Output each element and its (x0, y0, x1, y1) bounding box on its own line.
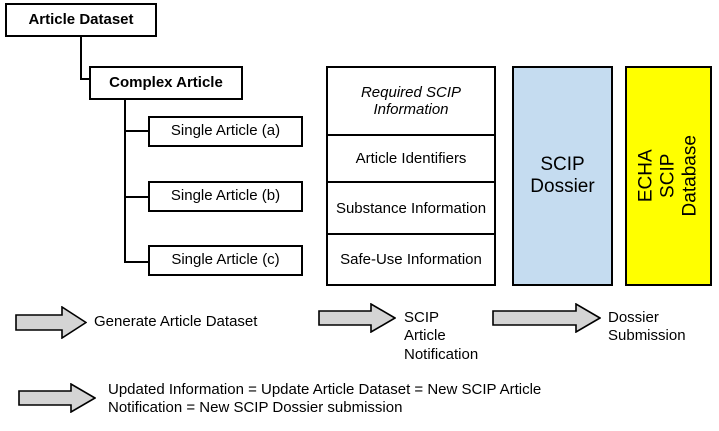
right-arrow-icon-notification (318, 303, 396, 333)
node-single-article-c[interactable]: Single Article (c) (148, 245, 303, 276)
node-article-dataset-label: Article Dataset (28, 10, 134, 28)
node-article-dataset[interactable]: Article Dataset (5, 3, 157, 37)
node-complex-article-label: Complex Article (109, 73, 223, 91)
node-complex-article[interactable]: Complex Article (89, 66, 243, 100)
node-single-article-c-label: Single Article (c) (171, 251, 280, 269)
caption-generate-article-dataset: Generate Article Dataset (94, 313, 258, 330)
connector-branch-trunk (124, 99, 126, 263)
block-echa-scip-database-label: ECHA SCIP Database (635, 135, 701, 217)
caption-dossier-submission: Dossier Submission (608, 309, 686, 345)
required-scip-information-table: Required SCIP Information Article Identi… (326, 66, 496, 286)
node-single-article-b-label: Single Article (b) (170, 187, 281, 205)
connector-leaf-c (124, 261, 149, 263)
block-echa-scip-database[interactable]: ECHA SCIP Database (625, 66, 712, 286)
connector-leaf-b (124, 196, 149, 198)
right-arrow-icon-submission (492, 303, 601, 333)
caption-scip-article-notification: SCIP Article Notification (404, 309, 479, 363)
node-single-article-a-label: Single Article (a) (170, 122, 281, 140)
table-row-substance-information: Substance Information (328, 183, 494, 236)
table-header-required-scip-information: Required SCIP Information (328, 68, 494, 137)
node-single-article-b[interactable]: Single Article (b) (148, 181, 303, 212)
node-single-article-a[interactable]: Single Article (a) (148, 116, 303, 147)
connector-root-vertical (80, 37, 82, 80)
connector-leaf-a (124, 130, 149, 132)
right-arrow-icon-generate (15, 306, 87, 339)
right-arrow-icon-updated-information (18, 383, 96, 413)
table-row-safe-use-information: Safe-Use Information (340, 251, 482, 269)
caption-updated-information-note: Updated Information = Update Article Dat… (108, 381, 542, 417)
table-row-article-identifiers: Article Identifiers (328, 136, 494, 183)
block-scip-dossier[interactable]: SCIP Dossier (512, 66, 613, 286)
connector-root-horizontal (80, 78, 91, 80)
